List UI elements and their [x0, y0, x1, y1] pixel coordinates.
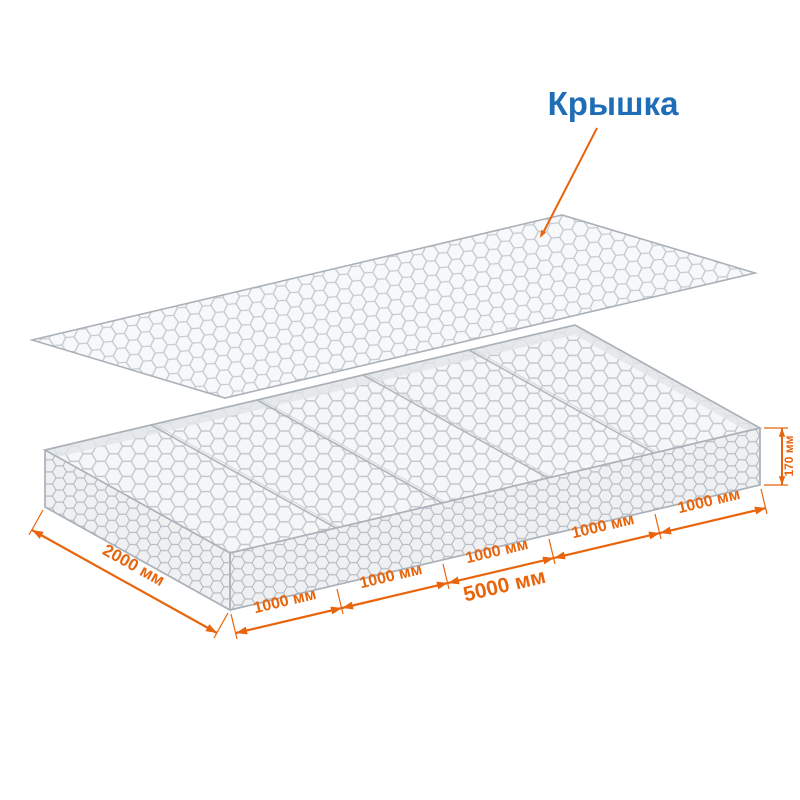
box-top-mesh — [45, 325, 760, 553]
lid-mesh-panel — [28, 214, 759, 399]
lid-outline — [28, 214, 759, 399]
total-length-dim-label: 5000 мм — [461, 565, 548, 607]
width-dim-line — [31, 529, 218, 634]
gabion-box — [42, 324, 763, 612]
height-dim-label: 170 мм — [782, 435, 796, 476]
box-edges — [42, 324, 763, 612]
box-front-mesh — [230, 428, 760, 610]
lid-callout-leader — [542, 127, 598, 234]
width-ext-line-2 — [213, 612, 229, 639]
lid-callout-label: Крышка — [548, 85, 680, 122]
length-dim-line — [235, 506, 767, 635]
width-ext-line-1 — [28, 509, 44, 536]
box-inner-wall-back-right — [575, 325, 760, 438]
box-inner-wall-back-left — [45, 325, 575, 460]
lid-callout: Крышка — [537, 85, 680, 240]
lid-mesh-texture — [32, 215, 755, 398]
dimension-height: 170 мм — [764, 427, 796, 486]
box-left-mesh — [45, 450, 230, 610]
box-diaphragms — [150, 348, 658, 529]
